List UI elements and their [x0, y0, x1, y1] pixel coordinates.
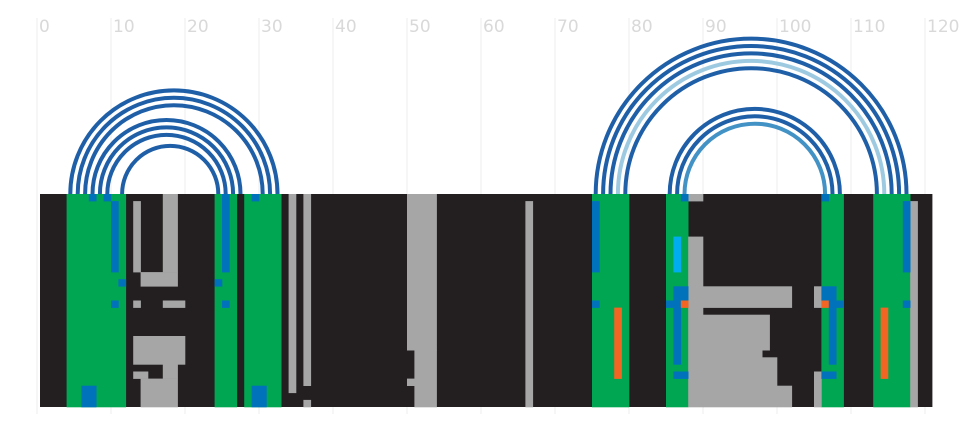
x-tick-label-100: 100 [779, 17, 811, 37]
gray-block-7 [162, 364, 178, 379]
blue-cell-11 [251, 385, 267, 408]
x-tick-label-70: 70 [557, 17, 579, 37]
blue-cell-6 [222, 194, 230, 202]
blue-cell-13 [592, 300, 600, 308]
x-tick-label-120: 120 [927, 17, 959, 37]
arc-3 [90, 118, 243, 195]
blue-cell-26 [828, 307, 837, 365]
blue-cell-23 [821, 286, 837, 301]
blue-cell-4 [118, 279, 127, 287]
arc-1 [75, 95, 273, 195]
gray-block-0 [133, 201, 141, 273]
blue-cell-17 [673, 286, 689, 301]
x-tick-label-0: 0 [39, 17, 50, 37]
orange-cell-28 [880, 307, 889, 379]
blue-cell-1 [88, 194, 97, 202]
blue-cell-9 [222, 300, 230, 308]
arc-7 [593, 36, 909, 195]
x-tick-label-20: 20 [187, 17, 209, 37]
blue-cell-8 [214, 279, 223, 287]
blue-cell-18 [666, 300, 682, 308]
blue-cell-21 [673, 371, 689, 379]
arc-5 [105, 132, 228, 195]
arc-13 [675, 114, 835, 195]
matrix-panel [40, 194, 933, 408]
arc-4 [97, 125, 236, 195]
gray-block-19 [703, 314, 770, 351]
gray-block-22 [703, 385, 793, 408]
blue-cell-2 [103, 194, 112, 202]
green-band-2 [244, 194, 282, 408]
gray-block-15 [525, 201, 534, 408]
gray-block-17 [688, 236, 704, 408]
blue-cell-29 [902, 201, 911, 273]
arc-12 [667, 106, 842, 195]
x-tick-label-30: 30 [261, 17, 283, 37]
gray-block-16 [688, 194, 704, 202]
blue-cell-3 [111, 201, 119, 273]
blue-cell-27 [821, 371, 837, 379]
blue-cell-15 [680, 194, 689, 202]
blue-cell-25 [828, 300, 844, 308]
gray-block-21 [703, 357, 778, 386]
x-tick-label-60: 60 [483, 17, 505, 37]
arc-8 [601, 44, 902, 195]
gray-block-24 [814, 371, 822, 408]
gray-block-25 [910, 201, 918, 408]
orange-cell-24 [821, 300, 830, 308]
gray-block-9 [288, 194, 297, 394]
x-tick-labels: 0 10 20 30 40 50 60 70 80 90 100 110 120 [39, 17, 959, 37]
blue-cell-22 [821, 194, 830, 202]
gray-block-23 [814, 286, 822, 308]
blue-cell-5 [111, 300, 119, 308]
gray-block-20 [703, 350, 763, 358]
gray-block-2 [140, 272, 178, 287]
blue-cell-10 [251, 194, 260, 202]
cyan-cell-16 [673, 236, 682, 273]
arc-11 [623, 66, 879, 195]
blue-cell-20 [673, 307, 682, 365]
blue-cell-30 [902, 300, 911, 308]
gray-block-12 [407, 194, 437, 351]
x-tick-label-40: 40 [335, 17, 357, 37]
arc-10 [615, 58, 887, 195]
blue-cell-0 [81, 385, 97, 408]
arc-0 [68, 88, 280, 195]
gray-block-5 [133, 336, 186, 365]
gray-block-10 [303, 194, 312, 386]
arc-9 [608, 51, 894, 195]
gray-block-18 [703, 286, 793, 308]
gray-block-13 [414, 350, 437, 408]
gray-block-4 [162, 300, 186, 308]
arc-2 [83, 103, 265, 195]
orange-cell-14 [614, 307, 622, 379]
gray-block-6 [133, 371, 149, 379]
gray-block-8 [140, 378, 178, 408]
x-tick-label-110: 110 [853, 17, 885, 37]
arc-6 [120, 143, 221, 195]
x-tick-label-90: 90 [705, 17, 727, 37]
x-tick-label-80: 80 [631, 17, 653, 37]
gray-block-14 [407, 378, 415, 386]
arc-14 [682, 121, 828, 195]
orange-cell-19 [680, 300, 689, 308]
blue-cell-7 [222, 201, 230, 273]
gray-block-3 [133, 300, 141, 308]
arc-layer [68, 36, 909, 195]
x-tick-label-10: 10 [113, 17, 135, 37]
gray-block-11 [303, 399, 312, 408]
x-tick-label-50: 50 [409, 17, 431, 37]
gray-block-1 [162, 194, 178, 273]
blue-cell-12 [592, 201, 600, 273]
